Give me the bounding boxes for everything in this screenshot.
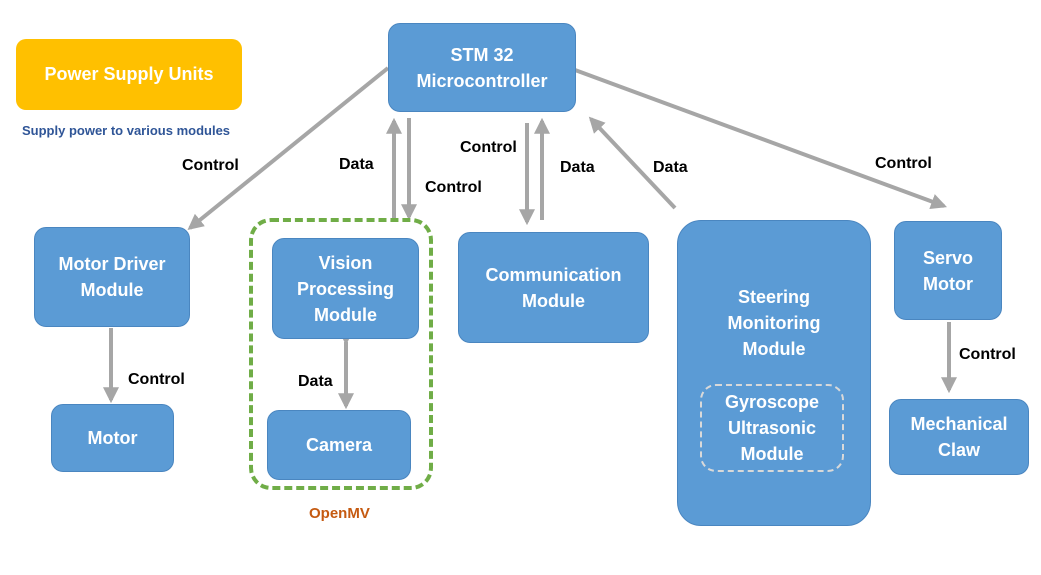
edge-label-vision-camera-data: Data <box>298 373 333 390</box>
vision-processing-node: Vision Processing Module <box>272 238 419 339</box>
power-supply-description: Supply power to various modules <box>22 123 231 138</box>
edge-label-stm-motor-driver: Control <box>182 157 239 174</box>
communication-node: Communication Module <box>458 232 649 343</box>
mechanical-claw-node: Mechanical Claw <box>889 399 1029 475</box>
edge-label-motor-driver-motor: Control <box>128 371 185 388</box>
motor-driver-node: Motor Driver Module <box>34 227 190 327</box>
motor-node: Motor <box>51 404 174 472</box>
edge-label-stm-vision-control: Control <box>425 179 482 196</box>
edge-label-comm-stm-data: Data <box>560 159 595 176</box>
edge-label-stm-servo-control: Control <box>875 155 932 172</box>
edge-label-servo-claw: Control <box>959 346 1016 363</box>
openmv-group <box>249 218 433 490</box>
edge-label-stm-comm-control: Control <box>460 139 517 156</box>
edge-steering-to-stm <box>588 116 677 210</box>
edge-label-steering-stm-data: Data <box>653 159 688 176</box>
openmv-group-label: OpenMV <box>309 505 370 522</box>
servo-motor-node: Servo Motor <box>894 221 1002 320</box>
power-supply-legend: Power Supply Units <box>16 39 242 110</box>
camera-node: Camera <box>267 410 411 480</box>
steering-monitoring-label: Steering Monitoring Module <box>727 287 821 359</box>
steering-monitoring-node: Steering Monitoring Module <box>677 220 871 526</box>
stm32-microcontroller-node: STM 32 Microcontroller <box>388 23 576 112</box>
edge-stm-to-servo <box>574 68 948 210</box>
gyroscope-ultrasonic-node: Gyroscope Ultrasonic Module <box>700 384 844 472</box>
edge-stm-to-motor-driver <box>187 66 390 231</box>
edge-label-vision-stm-data: Data <box>339 156 374 173</box>
